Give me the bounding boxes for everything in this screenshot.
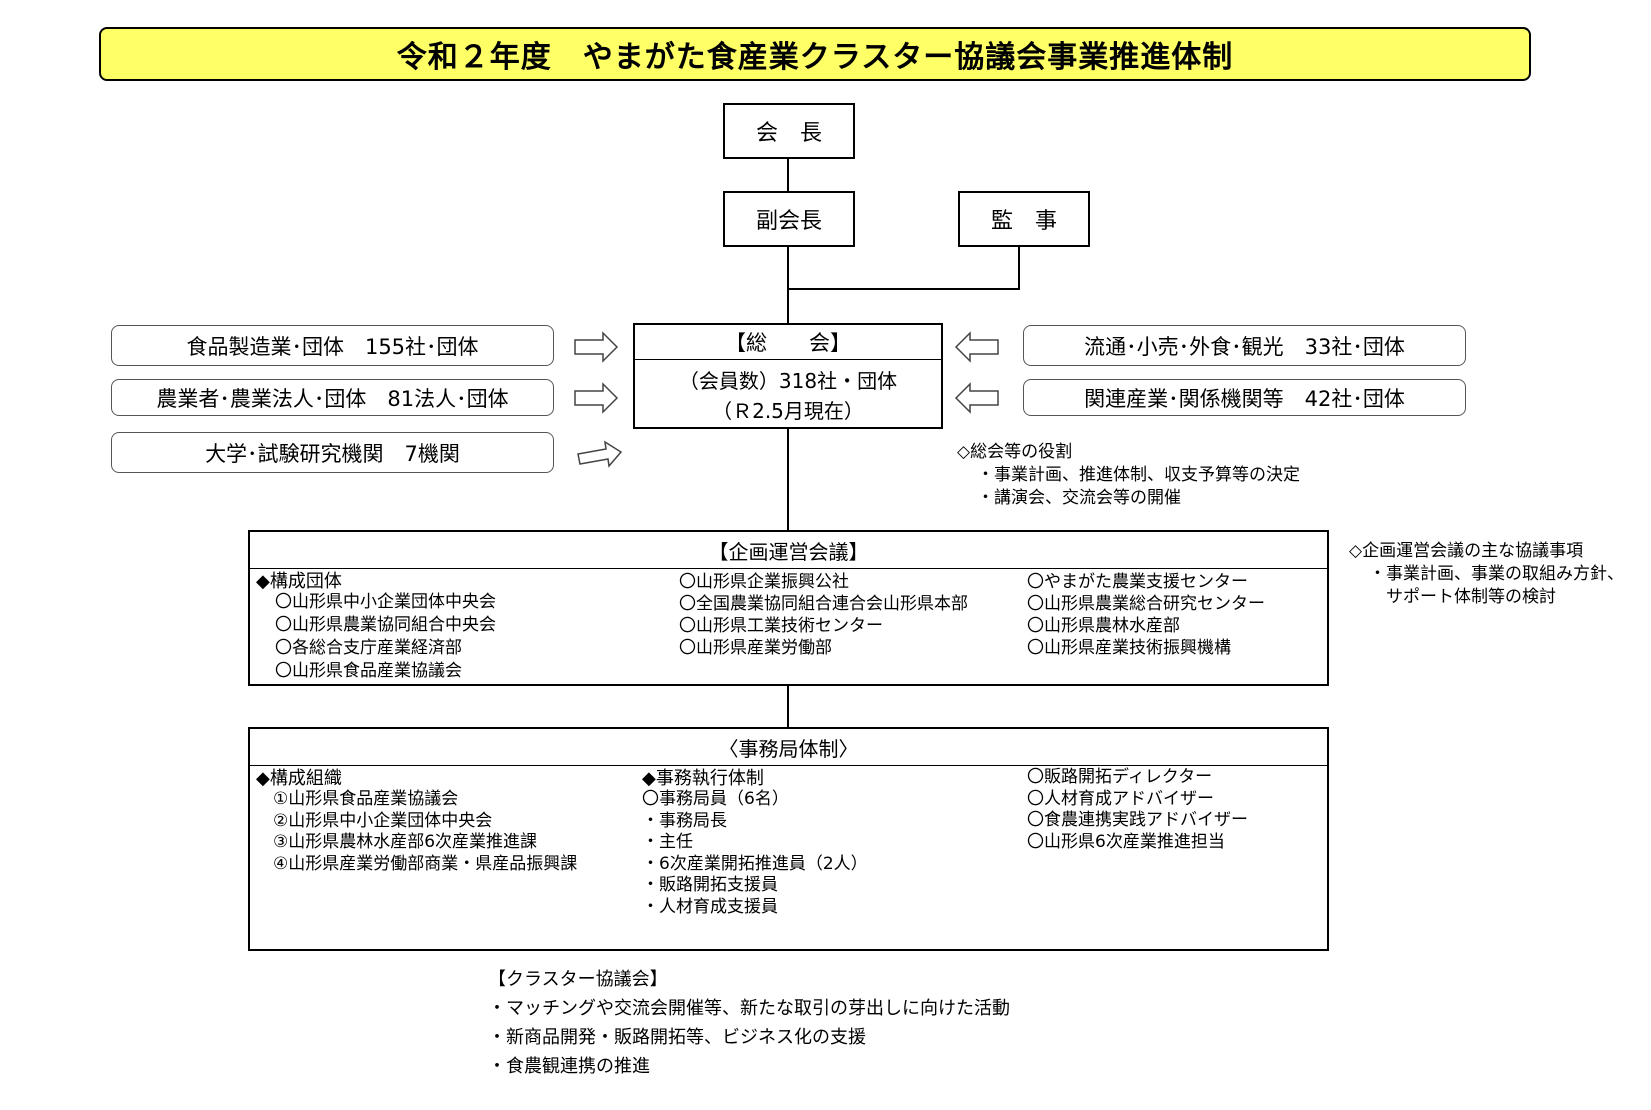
right-arrow-icon [574,382,619,414]
jimukyoku-col3: 〇販路開拓ディレクター 〇人材育成アドバイザー 〇食農連携実践アドバイザー 〇山… [1027,767,1248,853]
list-item: 〇山形県農業総合研究センター [1027,594,1265,614]
kikaku-heading: ◆構成団体 [256,571,342,592]
list-item: 〇全国農業協同組合連合会山形県本部 [679,594,968,614]
left-arrow-icon [954,331,999,363]
kikaku-col1: 〇山形県中小企業団体中央会 〇山形県農業協同組合中央会 〇各総合支庁産業経済部 … [275,591,496,683]
fukukaicho-box: 副会長 [723,191,855,247]
jimukyoku-col1: ①山形県食品産業協議会 ②山形県中小企業団体中央会 ③山形県農林水産部6次産業推… [273,789,577,875]
connector-kanji-vertical [1018,246,1020,290]
list-item: 〇山形県工業技術センター [679,616,883,636]
sokai-as-of: （Ｒ2.5月現在） [712,399,864,423]
list-item: 〇山形県中小企業団体中央会 [275,592,496,612]
list-item: 〇やまがた農業支援センター [1027,572,1248,592]
list-item: ①山形県食品産業協議会 [273,789,459,809]
page-title: 令和２年度 やまがた食産業クラスター協議会事業推進体制 [99,27,1531,81]
member-distribution-retail: 流通･小売･外食･観光 33社･団体 [1023,325,1466,366]
list-item: 〇山形県産業労働部 [679,638,832,658]
list-item: ・6次産業開拓推進員（2人） [642,853,868,874]
list-item: 〇食農連携実践アドバイザー [1027,810,1248,830]
member-food-manufacturing: 食品製造業･団体 155社･団体 [111,325,554,366]
kikaku-note-heading: ◇企画運営会議の主な協議事項 [1349,541,1584,561]
kikaku-note-item: サポート体制等の検討 [1386,587,1556,607]
kikaku-box: 【企画運営会議】 ◆構成団体 〇山形県中小企業団体中央会 〇山形県農業協同組合中… [248,530,1329,686]
list-item: 〇山形県6次産業推進担当 [1027,831,1225,852]
list-item: ・新商品開発・販路開拓等、ビジネス化の支援 [488,1027,866,1048]
sokai-members-count: （会員数）318社・団体 [678,369,898,393]
right-arrow-icon [574,331,619,363]
connector-kikaku-jimukyoku [787,685,789,727]
list-item: 〇販路開拓ディレクター [1027,767,1213,787]
list-item: 〇山形県農業協同組合中央会 [275,615,496,635]
list-item: ・事務局長 [642,810,727,831]
sokai-role-item: ・事業計画、推進体制、収支予算等の決定 [977,465,1300,485]
list-item: 〇山形県農林水産部 [1027,616,1180,636]
list-item: ・人材育成支援員 [642,896,778,917]
kanji-box: 監 事 [958,191,1090,247]
list-item: ・食農観連携の推進 [488,1056,650,1077]
sokai-title: 【総 会】 [635,325,941,360]
kaicho-box: 会 長 [723,103,855,159]
member-related-industries: 関連産業･関係機関等 42社･団体 [1023,379,1466,416]
kikaku-col3: 〇やまがた農業支援センター 〇山形県農業総合研究センター 〇山形県農林水産部 〇… [1027,571,1265,659]
sokai-role-heading: ◇総会等の役割 [957,442,1073,462]
cluster-council-title: 【クラスター協議会】 [488,969,668,990]
member-universities: 大学･試験研究機関 7機関 [111,432,554,473]
connector-fukukaicho-sokai [787,246,789,323]
list-item: 〇山形県産業技術振興機構 [1027,638,1231,658]
connector-kanji-horizontal [787,288,1020,290]
left-arrow-icon [954,382,999,414]
list-item: 〇人材育成アドバイザー [1027,788,1214,809]
list-item: ②山形県中小企業団体中央会 [273,810,493,831]
kikaku-col2: 〇山形県企業振興公社 〇全国農業協同組合連合会山形県本部 〇山形県工業技術センタ… [679,571,968,659]
cluster-council-section: 【クラスター協議会】 ・マッチングや交流会開催等、新たな取引の芽出しに向けた活動… [488,965,1010,1081]
jimukyoku-title: 〈事務局体制〉 [250,729,1327,766]
list-item: 〇事務局員（6名） [642,789,789,809]
list-item: ・マッチングや交流会開催等、新たな取引の芽出しに向けた活動 [488,998,1010,1019]
list-item: ・販路開拓支援員 [642,875,778,895]
list-item: ③山形県農林水産部6次産業推進課 [273,832,538,852]
list-item: ④山形県産業労働部商業・県産品振興課 [273,853,578,874]
jimukyoku-col2-heading: ◆事務執行体制 [642,768,764,789]
connector-kaicho-fukukaicho [787,158,789,191]
list-item: 〇各総合支庁産業経済部 [275,638,462,658]
jimukyoku-col2: 〇事務局員（6名） ・事務局長 ・主任 ・6次産業開拓推進員（2人） ・販路開拓… [642,789,868,918]
kikaku-note-item: ・事業計画、事業の取組み方針、 [1369,564,1624,584]
jimukyoku-col1-heading: ◆構成組織 [256,768,342,789]
sokai-role-note: ◇総会等の役割 ・事業計画、推進体制、収支予算等の決定 ・講演会、交流会等の開催 [957,441,1300,510]
sokai-box: 【総 会】 （会員数）318社・団体 （Ｒ2.5月現在） [633,323,943,429]
list-item: 〇山形県食品産業協議会 [275,661,462,681]
jimukyoku-box: 〈事務局体制〉 ◆構成組織 ①山形県食品産業協議会 ②山形県中小企業団体中央会 … [248,727,1329,951]
sokai-role-item: ・講演会、交流会等の開催 [977,488,1181,508]
kikaku-title: 【企画運営会議】 [250,532,1327,569]
kikaku-note: ◇企画運営会議の主な協議事項 ・事業計画、事業の取組み方針、 サポート体制等の検… [1349,540,1624,609]
list-item: ・主任 [642,832,693,852]
list-item: 〇山形県企業振興公社 [679,572,849,592]
connector-sokai-kikaku [787,428,789,530]
member-farmers: 農業者･農業法人･団体 81法人･団体 [111,379,554,416]
right-arrow-icon [577,440,623,468]
